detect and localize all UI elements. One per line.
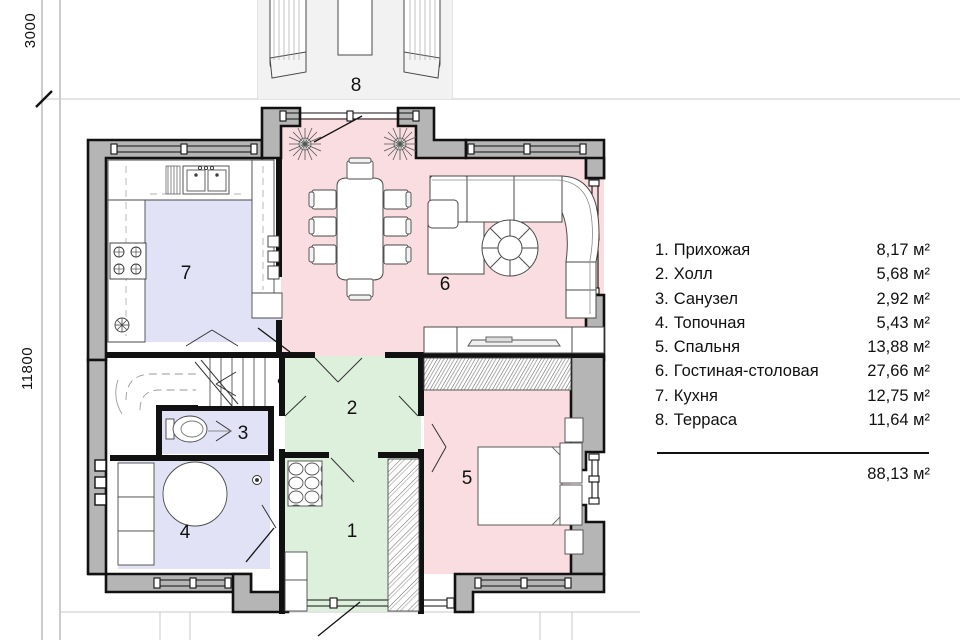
- staircase: [115, 358, 276, 415]
- legend-index: 8.: [655, 411, 669, 430]
- boiler-room-fixtures: [94, 459, 277, 566]
- room-number-4: 4: [180, 522, 191, 543]
- boiler-door-swing: [261, 504, 277, 529]
- legend-row: 4. Топочная 5,43 м²: [655, 311, 930, 335]
- refrigerator: [114, 317, 130, 333]
- kitchen-tall-units: [267, 235, 280, 280]
- shoe-cabinet: [287, 460, 323, 507]
- hall-furniture: [277, 357, 420, 612]
- room-number-7: 7: [181, 263, 192, 284]
- legend-row: 5. Спальня 13,88 м²: [655, 335, 930, 359]
- legend-room-area: 5,43 м²: [876, 313, 930, 332]
- legend-room-name: Кухня: [673, 386, 718, 405]
- entry-wardrobe: [387, 458, 420, 612]
- legend-row: 7. Кухня 12,75 м²: [655, 384, 930, 408]
- legend-index: 1.: [655, 241, 669, 259]
- plant-left: [288, 127, 322, 161]
- legend-index: 3.: [655, 289, 669, 308]
- window-bedroom-right-side: [588, 453, 600, 505]
- terrace-table: [337, 0, 373, 56]
- legend-room-name: Спальня: [673, 338, 741, 357]
- room-number-3: 3: [238, 423, 249, 444]
- legend-room-area: 12,75 м²: [867, 386, 930, 405]
- dimension-lines: [41, 0, 960, 640]
- room-number-8: 8: [351, 75, 362, 96]
- bedroom-wardrobe: [423, 357, 572, 391]
- boiler-tank: [162, 461, 228, 527]
- dish-rack: [165, 165, 181, 195]
- room-number-labels: 1 2 3 4 5 6 7 8: [180, 75, 473, 543]
- room-8-terrace: [258, 0, 452, 99]
- legend-room-area: 2,92 м²: [876, 289, 930, 308]
- wc-door-swing: [208, 420, 232, 442]
- legend-room-name: Гостиная-столовая: [673, 362, 819, 381]
- bedroom-furniture: [423, 357, 584, 555]
- understair-storage: [125, 373, 196, 411]
- window-kitchen-top: [110, 143, 258, 155]
- room-number-6: 6: [440, 274, 451, 295]
- plant-right: [383, 127, 417, 161]
- legend-room-name: Санузел: [673, 289, 739, 308]
- room-number-1: 1: [347, 521, 358, 542]
- legend-row: 1. Прихожая 8,17 м²: [655, 238, 930, 262]
- door-marker: [277, 377, 285, 385]
- legend-row: 8. Терраса 11,64 м²: [655, 408, 930, 432]
- room-legend: 1. Прихожая 8,17 м² 2. Холл 5,68 м² 3. С…: [655, 238, 930, 432]
- meter-boxes: [94, 459, 107, 506]
- legend-index: 2.: [655, 265, 669, 284]
- legend-row: 2. Холл 5,68 м²: [655, 262, 930, 286]
- legend-room-name: Терраса: [673, 411, 738, 430]
- window-living-right-top: [467, 143, 587, 155]
- round-ottoman: [481, 219, 539, 277]
- floor-drain: [252, 475, 262, 485]
- legend-room-area: 13,88 м²: [867, 338, 930, 357]
- terrace-chair-right: [403, 0, 441, 79]
- wc-fixtures: [165, 415, 232, 443]
- legend-room-name: Топочная: [673, 313, 746, 332]
- sectional-sofa: [427, 175, 600, 319]
- legend-total-area: 88,13 м²: [867, 465, 930, 483]
- window-living-top: [279, 110, 420, 122]
- legend-index: 5.: [655, 338, 669, 357]
- bed: [477, 417, 584, 555]
- window-boiler-bottom: [153, 577, 232, 589]
- bedroom-door-swing: [431, 423, 447, 473]
- understair-arc: [115, 379, 123, 415]
- legend-row: 6. Гостиная-столовая 27,66 м²: [655, 359, 930, 383]
- kitchen-furniture: [107, 159, 283, 347]
- legend-room-area: 27,66 м²: [867, 362, 930, 381]
- dimension-tick: [35, 90, 53, 108]
- kitchen-door-swing: [185, 329, 239, 347]
- terrace-chair-left: [269, 0, 307, 79]
- legend-index: 4.: [655, 313, 669, 332]
- legend-room-area: 8,17 м²: [876, 241, 930, 259]
- interior-walls: [106, 158, 604, 614]
- legend-row: 3. Санузел 2,92 м²: [655, 287, 930, 311]
- legend-index: 6.: [655, 362, 669, 381]
- legend-room-name: Холл: [673, 265, 713, 284]
- legend-room-area: 5,68 м²: [876, 265, 930, 284]
- hall-door-swings: [284, 357, 419, 483]
- legend-divider: [657, 452, 929, 454]
- living-furniture: [288, 127, 605, 354]
- kitchen-sink: [182, 165, 230, 195]
- dining-table: [336, 177, 384, 281]
- stair-break: [194, 359, 239, 407]
- kitchen-hob: [109, 242, 147, 280]
- legend-index: 7.: [655, 386, 669, 405]
- window-bedroom-bottom: [474, 577, 572, 589]
- legend-room-name: Прихожая: [673, 241, 751, 259]
- toilet: [165, 415, 208, 443]
- room-number-5: 5: [462, 468, 473, 489]
- legend-room-area: 11,64 м²: [868, 411, 931, 430]
- tv-console: [423, 326, 605, 354]
- leader-lines: [245, 115, 363, 637]
- dining-chairs: [308, 157, 412, 301]
- room-number-2: 2: [347, 398, 358, 419]
